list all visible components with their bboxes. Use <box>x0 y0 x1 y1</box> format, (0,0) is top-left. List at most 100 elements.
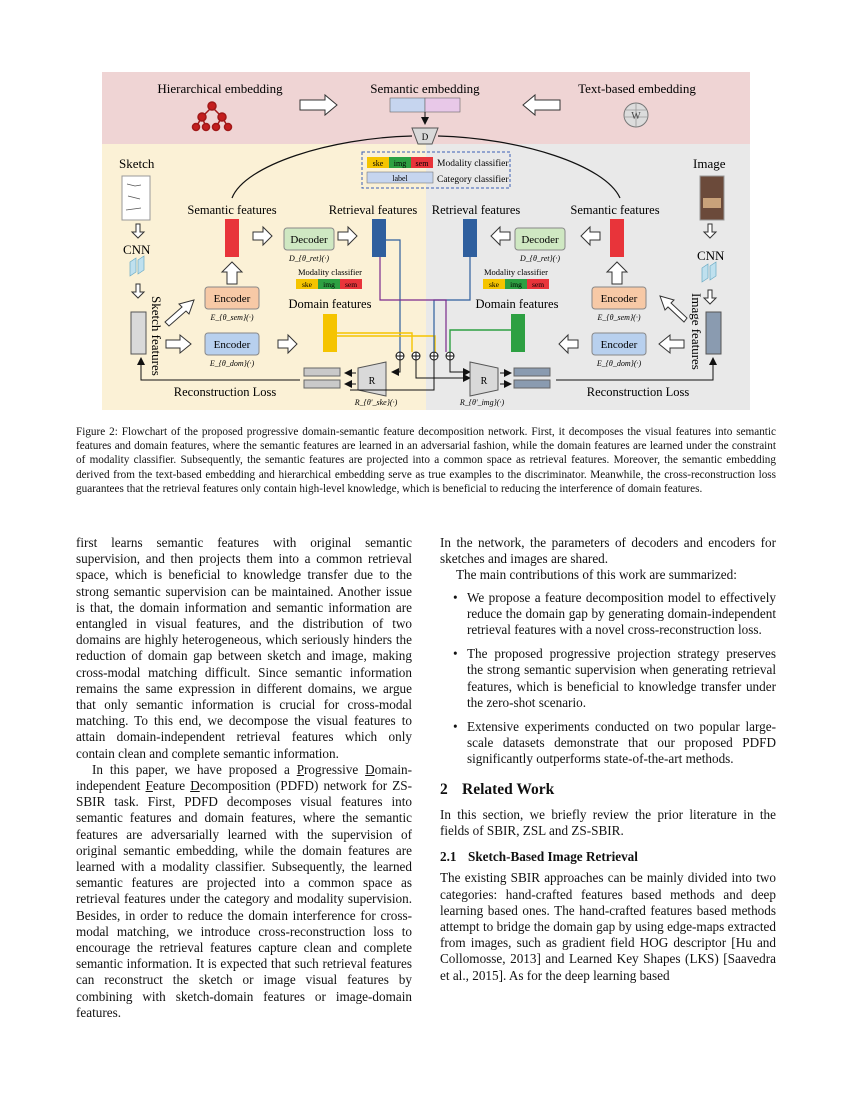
cls-modality-label: Modality classifier <box>437 158 509 169</box>
right-decoder <box>514 227 566 251</box>
right-modality-label: Modality classifier <box>484 267 548 277</box>
list-item: The proposed progressive projection stra… <box>440 646 776 711</box>
right-domain-bar <box>511 314 525 352</box>
right-decoder-label: Decoder <box>521 234 559 246</box>
right-encoder-sem-label: Encoder <box>601 293 638 305</box>
left-decoder-label: Decoder <box>290 234 328 246</box>
right-column: In the network, the parameters of decode… <box>440 535 776 984</box>
text-run: eature <box>152 778 191 794</box>
left-decoder-sub: D_{θ_ret}(·) <box>288 254 329 263</box>
hierarchical-embedding-label: Hierarchical embedding <box>157 81 283 96</box>
left-encoder-dom-sub: E_{θ_dom}(·) <box>209 359 255 368</box>
left-modality-label: Modality classifier <box>298 267 362 277</box>
left-encoder-sem-label: Encoder <box>214 293 251 305</box>
section-number: 2 <box>440 780 448 798</box>
image-features-label: Image features <box>689 293 704 370</box>
left-domain-features-label: Domain features <box>289 297 372 311</box>
text-run: omain-independent <box>76 761 412 794</box>
section-title: Related Work <box>462 780 555 798</box>
left-r-sub: R_{θ'_ske}(·) <box>354 398 398 407</box>
image-features-bar <box>705 311 722 355</box>
sketch-features-bar <box>130 311 147 355</box>
underlined-letter: P <box>296 761 305 777</box>
left-encoder-dom <box>204 332 260 356</box>
hollow-arrow-to-enc-dom-left <box>165 333 192 355</box>
right-retrieval-bar <box>463 219 477 257</box>
right-encoder-dom-sub: E_{θ_dom}(·) <box>596 359 642 368</box>
text-run: rogressive <box>304 761 366 777</box>
right-r-sub: R_{θ'_img}(·) <box>459 398 505 407</box>
underlined-letter: D <box>190 778 200 794</box>
left-retrieval-bar <box>372 219 386 257</box>
left-paragraph-1: first learns semantic features with orig… <box>76 535 412 761</box>
underlined-letter: F <box>145 778 153 794</box>
right-encoder-dom-label: Encoder <box>601 339 638 351</box>
semantic-embedding-bar-left <box>389 97 426 113</box>
right-paragraph-2: The main contributions of this work are … <box>456 567 737 583</box>
right-cnn-icon <box>701 261 717 283</box>
arc-left <box>231 135 413 199</box>
right-recon-loss-label: Reconstruction Loss <box>587 385 690 399</box>
sketch-label: Sketch <box>119 156 155 171</box>
left-decoder <box>283 227 335 251</box>
left-retrieval-features-label: Retrieval features <box>329 203 418 217</box>
left-domain-bar <box>323 314 337 352</box>
left-encoder-sem <box>204 286 260 310</box>
left-r-label: R <box>369 376 376 387</box>
cls-label: label <box>392 174 408 183</box>
left-semantic-features-label: Semantic features <box>187 203 276 217</box>
subsection-number: 2.1 <box>440 849 457 865</box>
right-paragraph-4: The existing SBIR approaches can be main… <box>440 870 776 983</box>
list-item: Extensive experiments conducted on two p… <box>440 719 776 768</box>
left-mod-img: img <box>323 280 335 289</box>
wikipedia-globe-icon: W <box>623 102 649 128</box>
right-domain-features-label: Domain features <box>476 297 559 311</box>
cls-sem: sem <box>416 159 430 168</box>
svg-text:W: W <box>631 111 641 122</box>
hierarchy-tree-icon <box>191 101 233 132</box>
classifier-box <box>361 151 511 189</box>
underlined-letter: D <box>365 761 375 777</box>
right-semantic-bar <box>610 219 624 257</box>
right-retrieval-features-label: Retrieval features <box>432 203 521 217</box>
left-r-block <box>357 361 387 397</box>
right-encoder-sem-sub: E_{θ_sem}(·) <box>597 313 641 322</box>
sketch-thumbnail <box>121 175 151 221</box>
left-semantic-bar <box>225 219 239 257</box>
contributions-list: We propose a feature decomposition model… <box>440 590 776 768</box>
list-item: We propose a feature decomposition model… <box>440 590 776 639</box>
discriminator-label: D <box>422 132 429 142</box>
right-mod-img: img <box>510 280 522 289</box>
right-r-label: R <box>481 376 488 387</box>
right-paragraph-1: In the network, the parameters of decode… <box>440 535 776 567</box>
text-based-embedding-label: Text-based embedding <box>578 81 696 96</box>
left-mod-sem: sem <box>345 280 357 289</box>
right-r-block <box>469 361 499 397</box>
left-column: first learns semantic features with orig… <box>76 535 412 1021</box>
image-label: Image <box>693 156 726 171</box>
section-heading: 2 Related Work <box>440 780 776 798</box>
left-encoder-sem-sub: E_{θ_sem}(·) <box>210 313 254 322</box>
right-cnn-label: CNN <box>697 248 725 263</box>
semantic-embedding-bar-right <box>424 97 461 113</box>
figure-2-flowchart: Hierarchical embedding Semantic embeddin… <box>102 72 750 410</box>
right-semantic-features-label: Semantic features <box>570 203 659 217</box>
cls-img: img <box>394 159 406 168</box>
hollow-arrow-left-top <box>522 93 561 117</box>
figure-caption: Figure 2: Flowchart of the proposed prog… <box>76 426 776 495</box>
left-cnn-icon <box>129 255 145 277</box>
right-paragraph-3: In this section, we briefly review the p… <box>440 806 776 839</box>
right-decoder-sub: D_{θ_ret}(·) <box>519 254 560 263</box>
left-paragraph-2: In this paper, we have proposed a Progre… <box>76 762 412 1021</box>
arc-right <box>437 135 621 199</box>
left-recon-loss-label: Reconstruction Loss <box>174 385 277 399</box>
right-encoder-dom <box>591 332 647 356</box>
right-mod-sem: sem <box>532 280 544 289</box>
right-encoder-sem <box>591 286 647 310</box>
text-run: ecomposition (PDFD) network for ZS-SBIR … <box>76 778 412 1020</box>
hollow-arrow-right-top <box>299 93 338 117</box>
sketch-features-label: Sketch features <box>149 296 164 376</box>
semantic-embedding-label: Semantic embedding <box>370 81 480 96</box>
left-encoder-dom-label: Encoder <box>214 339 251 351</box>
